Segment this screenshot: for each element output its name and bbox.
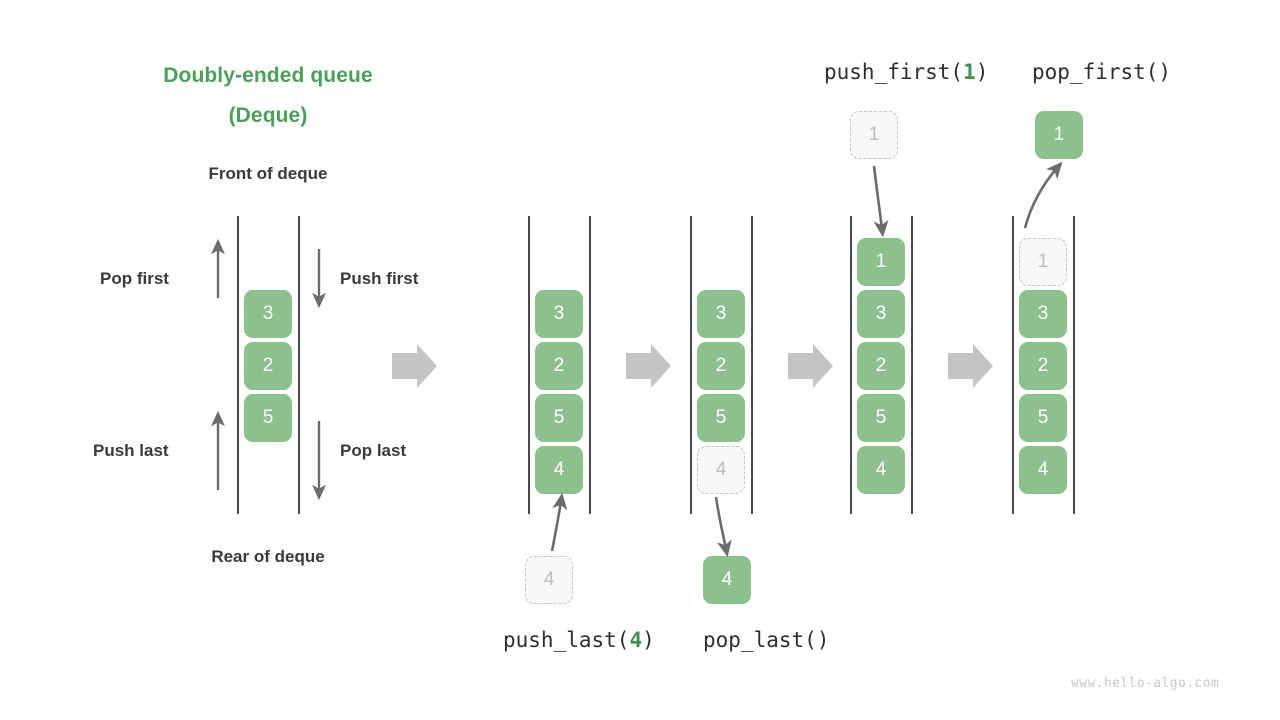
cell-col5-3: 5: [1019, 394, 1067, 442]
pop-first-flow-arrow-icon: [1023, 161, 1063, 229]
watermark: www.hello-algo.com: [1071, 676, 1220, 691]
pop-first-operation-label: pop_first(): [1032, 60, 1171, 84]
cell-value: 4: [875, 459, 887, 480]
cell-col5-0: 1: [1019, 238, 1067, 286]
title-line-1: Doubly-ended queue: [163, 64, 373, 87]
cell-value: 5: [262, 407, 274, 428]
rail-legend-left: [237, 216, 239, 514]
push-last-op-name: push_last(: [503, 628, 630, 652]
cell-col2-2: 5: [535, 394, 583, 442]
floating-cell-pop-last-output: 4: [703, 556, 751, 604]
cell-col4-2: 2: [857, 342, 905, 390]
cell-col3-3: 4: [697, 446, 745, 494]
cell-col4-4: 4: [857, 446, 905, 494]
cell-value: 1: [868, 124, 880, 145]
cell-col3-2: 5: [697, 394, 745, 442]
cell-col2-3: 4: [535, 446, 583, 494]
cell-col2-0: 3: [535, 290, 583, 338]
step-arrow-3-icon: [788, 344, 833, 388]
push-last-op-close: ): [642, 628, 655, 652]
cell-value: 2: [715, 355, 727, 376]
cell-value: 2: [553, 355, 565, 376]
pop-last-operation-label: pop_last(): [703, 628, 829, 652]
push-last-operation-label: push_last(4): [503, 628, 655, 652]
cell-col4-1: 3: [857, 290, 905, 338]
rail-col5-right: [1073, 216, 1075, 514]
cell-value: 3: [715, 303, 727, 324]
pop-first-label: Pop first: [100, 269, 169, 288]
cell-col5-4: 4: [1019, 446, 1067, 494]
cell-value: 1: [875, 251, 887, 272]
page-title: Doubly-ended queue (Deque): [108, 56, 428, 136]
push-first-operation-label: push_first(1): [824, 60, 988, 84]
cell-value: 4: [721, 569, 733, 590]
pop-last-flow-arrow-icon: [714, 496, 732, 558]
floating-cell-push-first-input: 1: [850, 111, 898, 159]
floating-cell-pop-first-output: 1: [1035, 111, 1083, 159]
cell-legend-1: 2: [244, 342, 292, 390]
push-last-flow-arrow-icon: [550, 492, 568, 552]
push-first-op-close: ): [975, 60, 989, 84]
rail-col2-left: [528, 216, 530, 514]
rail-col5-left: [1012, 216, 1014, 514]
cell-value: 4: [543, 569, 555, 590]
push-first-op-arg: 1: [963, 60, 976, 84]
cell-value: 3: [553, 303, 565, 324]
rail-col3-right: [751, 216, 753, 514]
pop-first-op-name: pop_first(): [1032, 60, 1172, 84]
cell-col3-0: 3: [697, 290, 745, 338]
cell-value: 3: [262, 303, 274, 324]
cell-value: 3: [1037, 303, 1049, 324]
step-arrow-2-icon: [626, 344, 671, 388]
cell-col5-1: 3: [1019, 290, 1067, 338]
cell-legend-0: 3: [244, 290, 292, 338]
cell-legend-2: 5: [244, 394, 292, 442]
cell-value: 5: [553, 407, 565, 428]
pop-last-op-name: pop_last(): [703, 628, 830, 652]
cell-col3-1: 2: [697, 342, 745, 390]
cell-value: 1: [1037, 251, 1049, 272]
cell-value: 5: [1037, 407, 1049, 428]
rail-col4-right: [911, 216, 913, 514]
rail-legend-right: [298, 216, 300, 514]
cell-col4-3: 5: [857, 394, 905, 442]
step-arrow-4-icon: [948, 344, 993, 388]
cell-value: 2: [1037, 355, 1049, 376]
cell-col4-0: 1: [857, 238, 905, 286]
rail-col4-left: [850, 216, 852, 514]
rail-col3-left: [690, 216, 692, 514]
title-line-2: (Deque): [228, 104, 308, 127]
cell-value: 2: [262, 355, 274, 376]
cell-value: 4: [553, 459, 565, 480]
push-first-flow-arrow-icon: [872, 165, 889, 238]
push-last-op-arg: 4: [629, 628, 643, 652]
cell-col5-2: 2: [1019, 342, 1067, 390]
step-arrow-1-icon: [392, 344, 437, 388]
cell-value: 1: [1053, 124, 1065, 145]
cell-value: 5: [715, 407, 727, 428]
floating-cell-push-last-input: 4: [525, 556, 573, 604]
cell-col2-1: 2: [535, 342, 583, 390]
pop-last-label: Pop last: [340, 441, 407, 460]
push-first-op-name: push_first(: [824, 60, 964, 84]
cell-value: 4: [715, 459, 727, 480]
cell-value: 2: [875, 355, 887, 376]
cell-value: 5: [875, 407, 887, 428]
push-last-label: Push last: [93, 441, 169, 460]
rear-of-deque-label: Rear of deque: [211, 547, 325, 566]
cell-value: 3: [875, 303, 887, 324]
rail-col2-right: [589, 216, 591, 514]
push-first-label: Push first: [340, 269, 419, 288]
cell-value: 4: [1037, 459, 1049, 480]
front-of-deque-label: Front of deque: [208, 164, 328, 183]
